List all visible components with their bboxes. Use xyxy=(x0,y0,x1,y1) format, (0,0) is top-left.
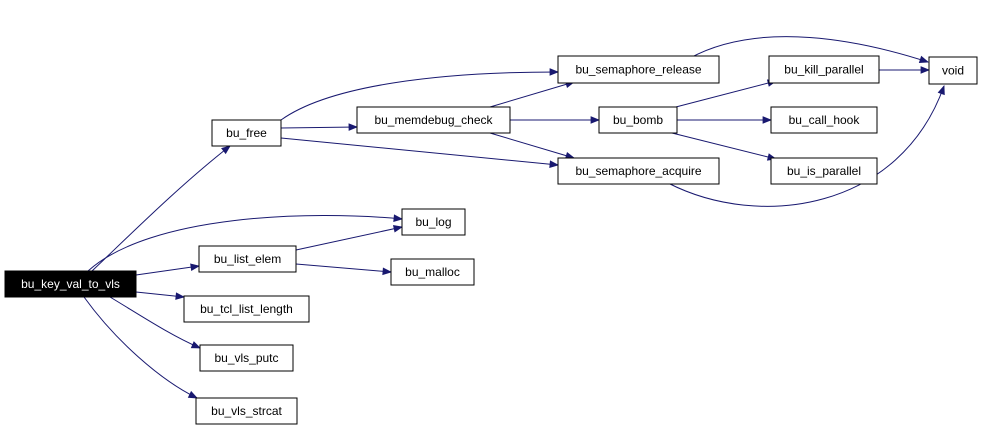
node-label: bu_is_parallel xyxy=(787,164,861,178)
node-label: bu_free xyxy=(226,126,267,140)
node-void[interactable]: void xyxy=(928,56,978,85)
edge-bu_semaphore_release-void xyxy=(689,36,928,62)
edge-bu_free-bu_semaphore_release xyxy=(280,72,558,121)
node-bu_kill_parallel[interactable]: bu_kill_parallel xyxy=(768,55,880,84)
edge-bu_bomb-bu_is_parallel xyxy=(671,132,776,159)
edge-bu_key_val_to_vls-bu_log xyxy=(87,215,402,272)
node-label: bu_call_hook xyxy=(789,113,861,127)
node-label: bu_list_elem xyxy=(214,252,281,266)
node-bu_semaphore_release[interactable]: bu_semaphore_release xyxy=(557,55,720,84)
edge-bu_memdebug_check-bu_semaphore_release xyxy=(489,82,574,108)
edge-bu_memdebug_check-bu_semaphore_acquire xyxy=(489,132,574,158)
node-bu_key_val_to_vls[interactable]: bu_key_val_to_vls xyxy=(4,270,137,298)
edge-bu_key_val_to_vls-bu_vls_putc xyxy=(109,296,200,349)
node-label: void xyxy=(942,64,964,78)
node-label: bu_kill_parallel xyxy=(784,63,863,77)
node-bu_tcl_list_length[interactable]: bu_tcl_list_length xyxy=(183,295,310,323)
node-label: bu_vls_putc xyxy=(214,351,278,365)
nodes: bu_key_val_to_vls bu_free bu_log bu_list… xyxy=(4,55,978,425)
node-bu_log[interactable]: bu_log xyxy=(401,208,466,236)
node-bu_bomb[interactable]: bu_bomb xyxy=(598,106,678,134)
node-bu_memdebug_check[interactable]: bu_memdebug_check xyxy=(356,106,511,134)
edge-bu_key_val_to_vls-bu_tcl_list_length xyxy=(135,291,184,297)
edge-bu_list_elem-bu_log xyxy=(295,227,402,251)
edge-bu_semaphore_acquire-void xyxy=(667,86,944,207)
edge-bu_list_elem-bu_malloc xyxy=(295,263,391,272)
node-bu_vls_strcat[interactable]: bu_vls_strcat xyxy=(195,397,298,425)
node-label: bu_semaphore_acquire xyxy=(575,164,701,178)
node-label: bu_log xyxy=(415,215,451,229)
node-label: bu_key_val_to_vls xyxy=(21,277,120,291)
edge-bu_free-bu_memdebug_check xyxy=(280,127,357,128)
node-label: bu_vls_strcat xyxy=(211,404,282,418)
edge-bu_key_val_to_vls-bu_list_elem xyxy=(135,266,199,276)
edge-bu_free-bu_semaphore_acquire xyxy=(280,137,558,165)
node-bu_semaphore_acquire[interactable]: bu_semaphore_acquire xyxy=(557,157,720,185)
node-bu_is_parallel[interactable]: bu_is_parallel xyxy=(770,157,878,185)
node-label: bu_malloc xyxy=(405,265,460,279)
node-label: bu_tcl_list_length xyxy=(200,302,293,316)
node-bu_call_hook[interactable]: bu_call_hook xyxy=(770,106,878,134)
node-label: bu_semaphore_release xyxy=(575,63,701,77)
node-label: bu_memdebug_check xyxy=(374,113,493,127)
node-bu_free[interactable]: bu_free xyxy=(211,119,282,147)
node-bu_vls_putc[interactable]: bu_vls_putc xyxy=(199,344,294,372)
node-bu_list_elem[interactable]: bu_list_elem xyxy=(198,245,297,273)
edge-bu_key_val_to_vls-bu_vls_strcat xyxy=(83,296,197,398)
node-bu_malloc[interactable]: bu_malloc xyxy=(390,258,475,286)
edges xyxy=(83,36,944,398)
node-label: bu_bomb xyxy=(613,113,663,127)
edge-bu_bomb-bu_kill_parallel xyxy=(671,81,776,109)
